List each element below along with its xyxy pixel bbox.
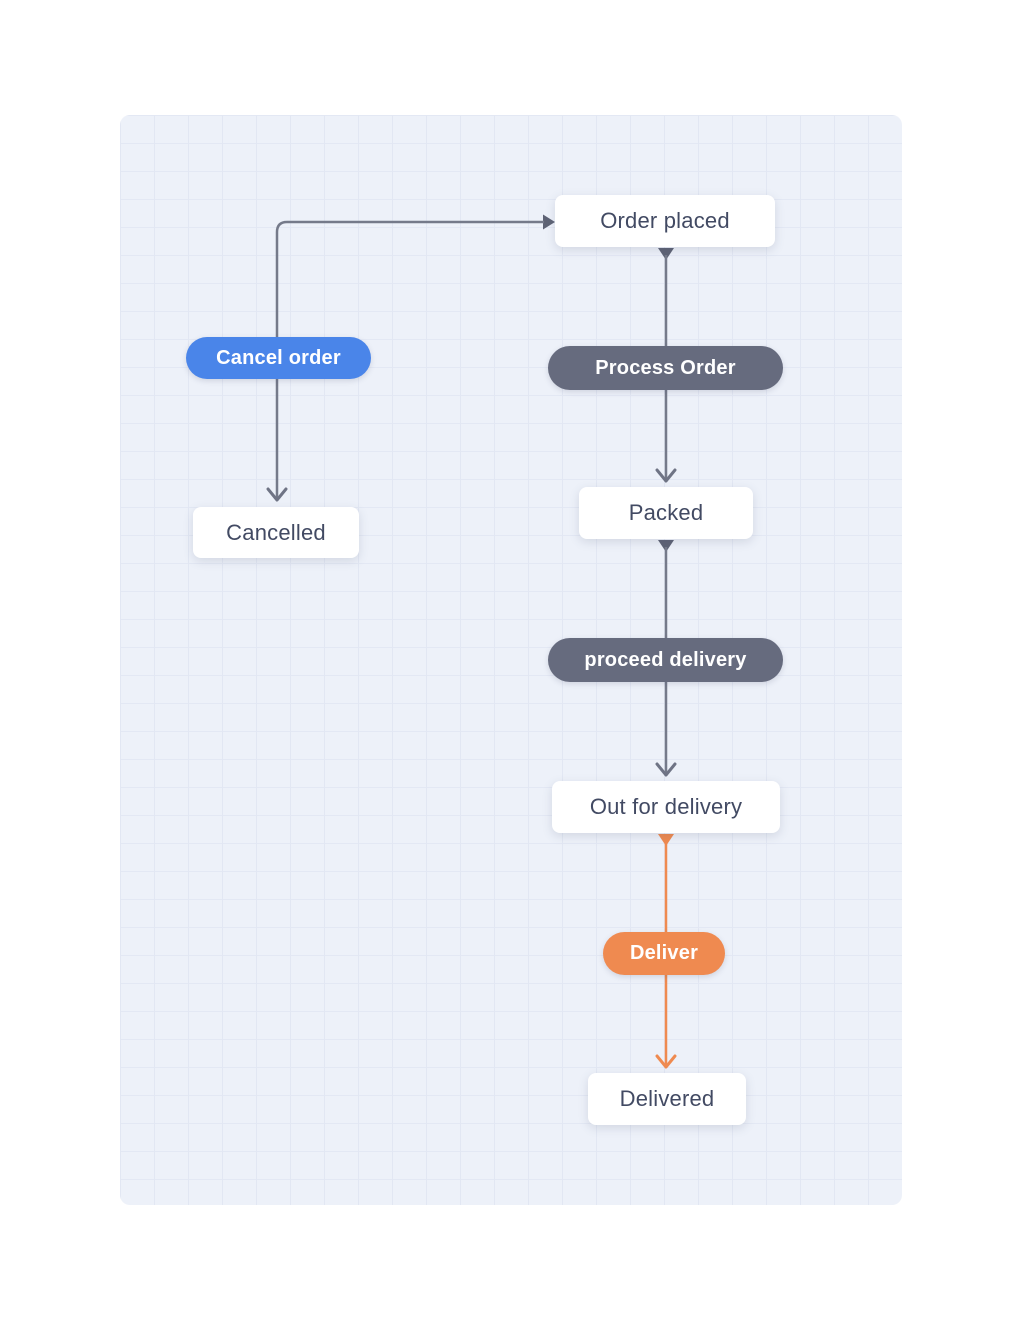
edge-source-marker [658, 248, 674, 260]
node-order-placed[interactable]: Order placed [555, 195, 775, 247]
edge-label-deliver[interactable]: Deliver [603, 932, 725, 975]
edge-source-marker [658, 540, 674, 552]
node-delivered[interactable]: Delivered [588, 1073, 746, 1125]
arrowhead-icon [655, 762, 677, 777]
node-label: Packed [628, 500, 704, 525]
edges-layer [266, 214, 677, 1069]
edge-label-cancel-order[interactable]: Cancel order [186, 337, 371, 379]
edge-label-text: Cancel order [216, 346, 341, 369]
arrowhead-icon [266, 487, 288, 502]
node-label: Out for delivery [589, 794, 743, 819]
node-label: Cancelled [226, 519, 326, 545]
node-out-for-delivery[interactable]: Out for delivery [552, 781, 780, 833]
node-packed[interactable]: Packed [579, 487, 753, 539]
arrowhead-icon [655, 1054, 677, 1069]
arrowhead-icon [655, 468, 677, 483]
edge-source-marker [658, 834, 674, 846]
flowchart-canvas: Cancel order Process Order proceed deliv… [120, 115, 902, 1205]
edge-label-text: Deliver [629, 942, 699, 964]
node-label: Order placed [600, 208, 730, 233]
edge-source-marker [543, 214, 555, 230]
node-cancelled[interactable]: Cancelled [193, 507, 359, 558]
edge-label-text: proceed delivery [584, 648, 747, 671]
edge-order-placed-to-cancelled [266, 214, 555, 502]
edge-label-text: Process Order [595, 356, 736, 379]
edge-label-process-order[interactable]: Process Order [548, 346, 783, 390]
node-label: Delivered [619, 1086, 715, 1111]
edge-label-proceed-delivery[interactable]: proceed delivery [548, 638, 783, 682]
